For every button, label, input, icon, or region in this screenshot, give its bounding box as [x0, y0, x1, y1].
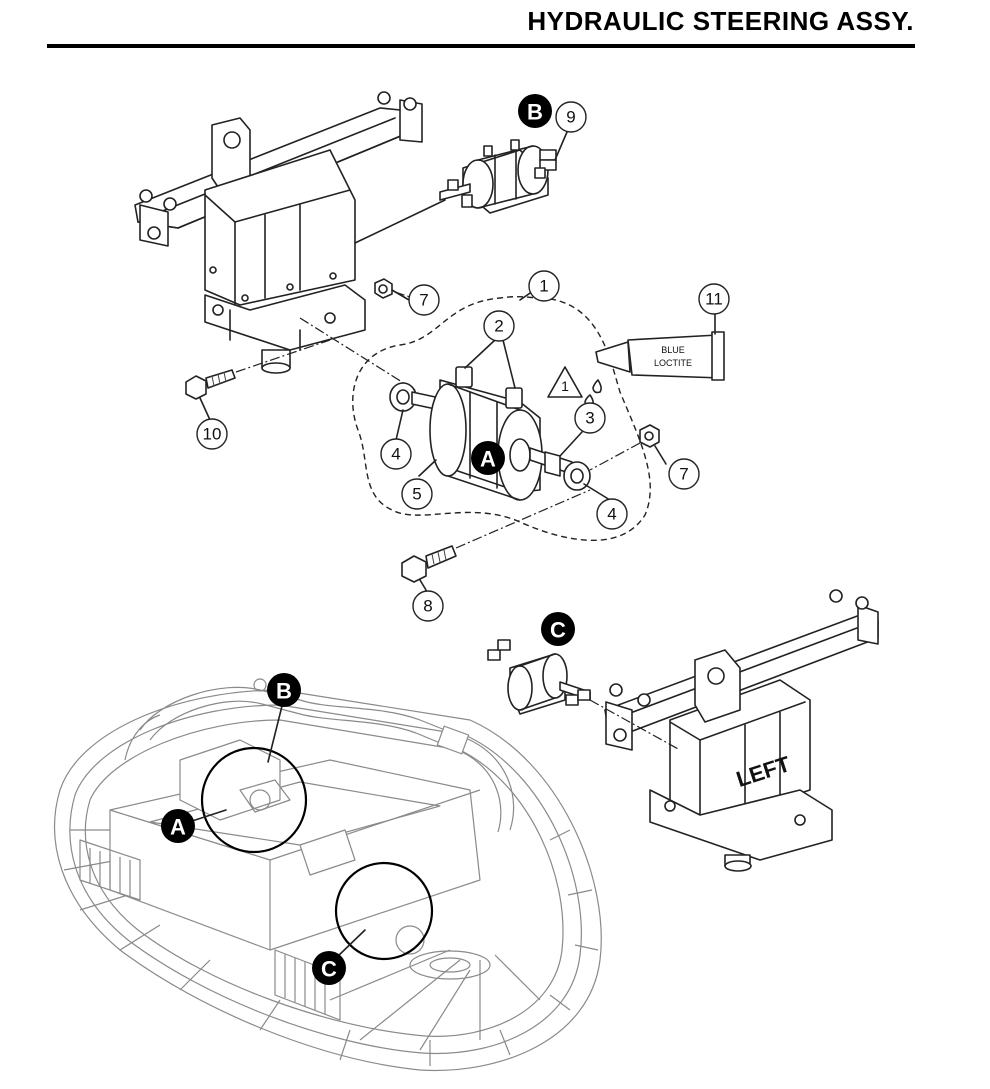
- left-gearbox-assembly: [604, 589, 879, 872]
- callout-3: 3: [574, 402, 606, 434]
- loctite-label-line2: LOCTITE: [654, 358, 692, 368]
- svg-text:B: B: [276, 679, 292, 704]
- callout-7-upper: 7: [408, 284, 440, 316]
- callout-1: 1: [528, 270, 560, 302]
- svg-text:2: 2: [494, 317, 503, 336]
- svg-text:4: 4: [607, 505, 616, 524]
- svg-text:7: 7: [679, 465, 688, 484]
- svg-text:5: 5: [412, 485, 421, 504]
- callout-8: 8: [412, 590, 444, 622]
- badge-b-machine: B: [267, 673, 301, 707]
- svg-text:3: 3: [585, 409, 594, 428]
- svg-text:11: 11: [705, 290, 723, 309]
- callout-7-right: 7: [668, 458, 700, 490]
- badge-c-machine: C: [312, 951, 346, 985]
- badge-a-cylinder: A: [471, 441, 505, 475]
- warning-triangle-icon: [547, 366, 583, 398]
- title-rule: [47, 44, 915, 48]
- main-steering-cylinder: [352, 295, 651, 542]
- badge-a-machine: A: [161, 809, 195, 843]
- svg-text:C: C: [321, 957, 337, 982]
- callout-2: 2: [483, 310, 515, 342]
- svg-text:10: 10: [203, 425, 222, 444]
- detail-circle-c: [334, 861, 434, 961]
- warning-symbol-number: 1: [561, 378, 569, 394]
- svg-text:A: A: [480, 447, 496, 472]
- svg-text:7: 7: [419, 291, 428, 310]
- cylinder-detail-c: [487, 639, 681, 751]
- leader-c-machine: [335, 929, 366, 959]
- svg-text:B: B: [527, 100, 543, 125]
- svg-text:9: 9: [566, 108, 575, 127]
- svg-text:A: A: [170, 815, 186, 840]
- loctite-tube: [584, 331, 725, 408]
- cylinder-detail-b: [354, 139, 557, 244]
- nut-upper: [374, 278, 411, 299]
- svg-text:8: 8: [423, 597, 432, 616]
- badge-b-top: B: [518, 94, 552, 128]
- bolt-10: [185, 339, 331, 400]
- callout-4-left: 4: [380, 438, 412, 470]
- nut-right: [639, 424, 660, 448]
- machine-overview: [54, 678, 602, 1072]
- callout-leaders: [199, 131, 716, 591]
- detail-circle-b: [200, 746, 308, 854]
- loctite-label-line1: BLUE: [661, 345, 685, 355]
- page-title: HYDRAULIC STEERING ASSY.: [527, 6, 914, 36]
- callout-5: 5: [401, 478, 433, 510]
- badge-c-top: C: [541, 612, 575, 646]
- callout-10: 10: [196, 418, 228, 450]
- bolt-8: [401, 545, 457, 583]
- callout-4-right: 4: [596, 498, 628, 530]
- svg-text:C: C: [550, 618, 566, 643]
- callout-9: 9: [555, 101, 587, 133]
- leader-b-machine: [267, 705, 283, 763]
- upper-gearbox-assembly: [134, 91, 423, 374]
- svg-text:1: 1: [539, 277, 548, 296]
- svg-text:4: 4: [391, 445, 400, 464]
- callout-11: 11: [698, 283, 730, 315]
